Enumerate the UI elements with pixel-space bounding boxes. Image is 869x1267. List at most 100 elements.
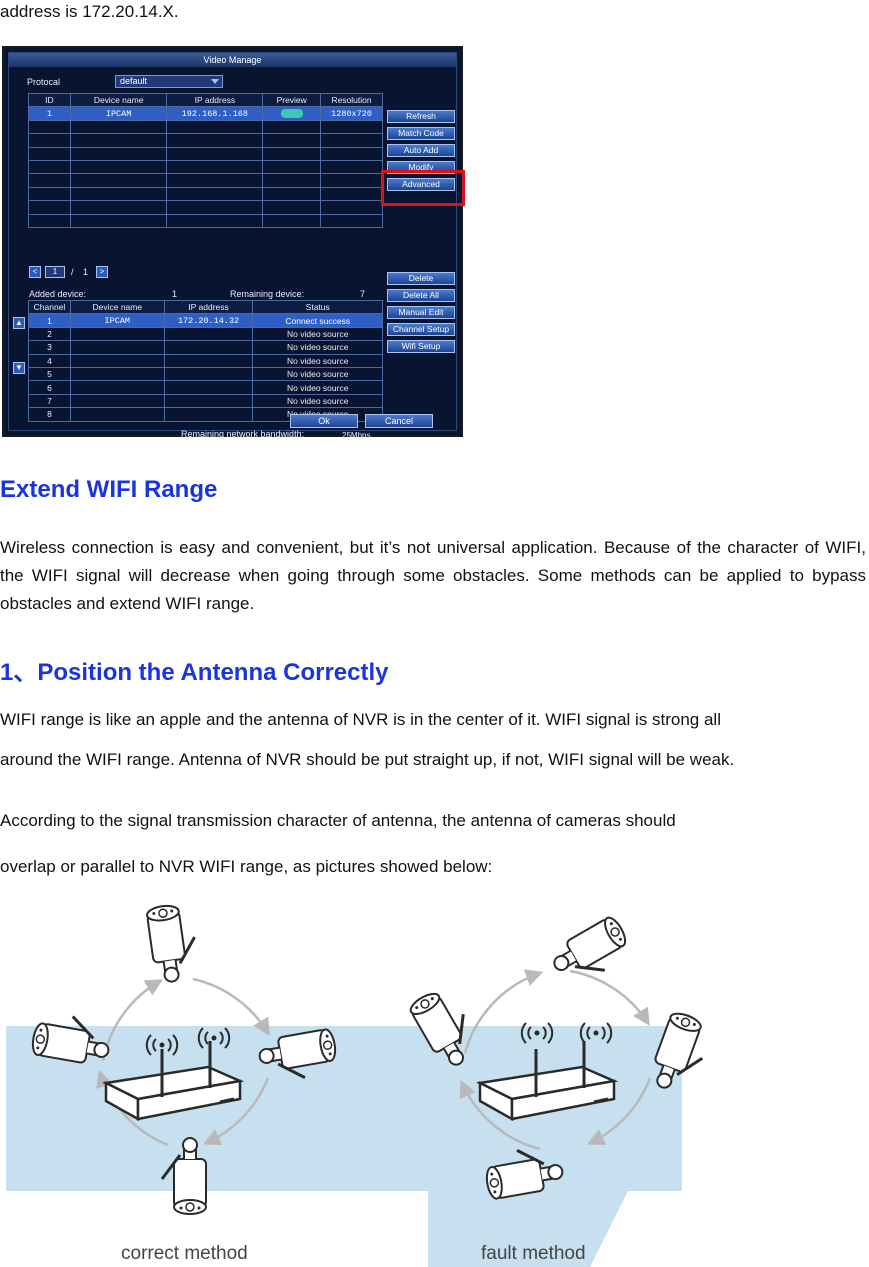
match-code-button[interactable]: Match Code [387, 127, 455, 140]
column-header: Resolution [320, 92, 383, 108]
table-cell: 1 [28, 313, 71, 328]
table-cell [163, 353, 254, 368]
ok-button[interactable]: Ok [290, 414, 358, 428]
table-cell: IPCAM [69, 106, 168, 121]
column-header: ID [28, 92, 71, 108]
table-cell [69, 353, 165, 368]
column-header: Preview [262, 92, 322, 108]
table-row [28, 133, 383, 148]
wifi-setup-button[interactable]: Wifi Setup [387, 340, 455, 353]
table-row [28, 186, 383, 202]
table-cell [262, 186, 322, 202]
table-cell [28, 186, 71, 202]
channel-setup-button[interactable]: Channel Setup [387, 323, 455, 336]
table-cell [28, 200, 71, 215]
table-cell: No video source [252, 340, 383, 355]
table-cell [262, 146, 322, 161]
delete-all-button[interactable]: Delete All [387, 289, 455, 302]
caption-fault-method: fault method [481, 1243, 586, 1264]
cancel-button[interactable]: Cancel [365, 414, 433, 428]
table-cell: No video source [252, 393, 383, 409]
manual-edit-button[interactable]: Manual Edit [387, 306, 455, 319]
chevron-down-icon [211, 79, 219, 84]
antenna-line-1: WIFI range is like an apple and the ante… [0, 710, 721, 729]
table-cell: 5 [28, 366, 71, 382]
table-row [28, 213, 383, 228]
table-cell: 4 [28, 353, 71, 368]
table-cell: No video source [252, 366, 383, 382]
auto-add-button[interactable]: Auto Add [387, 144, 455, 157]
section-heading-antenna: 1、Position the Antenna Correctly [0, 659, 389, 686]
table-cell [69, 393, 165, 409]
page-total: 1 [83, 267, 89, 277]
preview-cell [262, 106, 322, 121]
table-cell [166, 173, 264, 188]
table-cell [262, 173, 322, 188]
table-cell [163, 407, 254, 422]
refresh-button[interactable]: Refresh [387, 110, 455, 123]
protocol-select[interactable]: default [115, 75, 223, 88]
table-cell [163, 393, 254, 409]
table-cell [262, 200, 322, 215]
page-prev-button[interactable]: < [29, 266, 41, 278]
table-cell [320, 213, 383, 228]
table-cell [69, 159, 168, 175]
table-cell [69, 133, 168, 148]
table-cell: No video source [252, 353, 383, 368]
scroll-down-button[interactable]: ▼ [13, 362, 25, 374]
table-row[interactable]: 4 No video source [28, 353, 383, 368]
camera-icon [144, 900, 202, 986]
caption-correct-method: correct method [121, 1243, 248, 1264]
table-cell: 1 [28, 106, 71, 121]
column-header: Device name [69, 299, 165, 315]
table-cell [28, 146, 71, 161]
antenna-position-figure: correct method fault method [0, 893, 869, 1267]
advanced-button[interactable]: Advanced [387, 178, 455, 191]
window-title: Video Manage [9, 53, 456, 67]
table-cell [28, 119, 71, 135]
column-header: IP address [163, 299, 254, 315]
table-row [28, 119, 383, 135]
table-cell [163, 326, 254, 342]
remaining-device-value: 7 [360, 289, 366, 299]
section-body-extend-wifi: Wireless connection is easy and convenie… [0, 538, 866, 613]
table-cell [166, 146, 264, 161]
camera-icon [545, 913, 637, 993]
table-cell [166, 119, 264, 135]
table-row[interactable]: 5 No video source [28, 366, 383, 382]
intro-line: address is 172.20.14.X. [0, 2, 179, 21]
table-cell [28, 159, 71, 175]
page-current-field[interactable]: 1 [45, 266, 65, 278]
scroll-up-button[interactable]: ▲ [13, 317, 25, 329]
preview-icon[interactable] [280, 108, 303, 118]
column-header: IP address [166, 92, 264, 108]
table-cell [69, 340, 165, 355]
table-cell: 2 [28, 326, 71, 342]
delete-button[interactable]: Delete [387, 272, 455, 285]
table-cell [320, 159, 383, 175]
table-cell [320, 173, 383, 188]
table-cell [163, 340, 254, 355]
table-cell [166, 200, 264, 215]
table-cell: Connect success [252, 313, 383, 328]
table-cell [320, 119, 383, 135]
column-header: Device name [69, 92, 168, 108]
table-cell [163, 380, 254, 395]
antenna-line-4: overlap or parallel to NVR WIFI range, a… [0, 857, 493, 876]
table-cell [69, 366, 165, 382]
table-cell: 8 [28, 407, 71, 422]
table-row [28, 173, 383, 188]
table-cell: 172.20.14.32 [163, 313, 254, 328]
page-next-button[interactable]: > [96, 266, 108, 278]
table-cell [69, 186, 168, 202]
added-device-value: 1 [172, 289, 178, 299]
table-cell [262, 159, 322, 175]
